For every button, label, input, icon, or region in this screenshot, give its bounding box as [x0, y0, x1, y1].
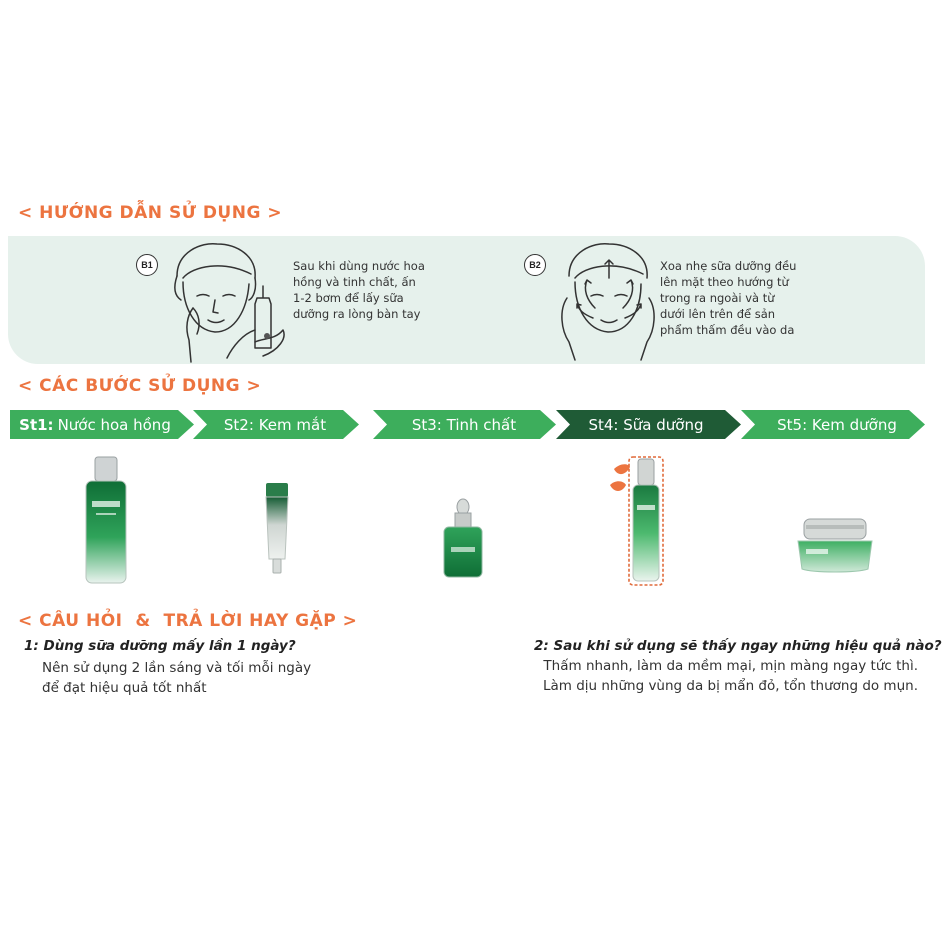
eye-cream-tube-icon — [265, 483, 289, 574]
guide-step-2-text: Xoa nhẹ sữa dưỡng đều lên mặt theo hướng… — [660, 258, 808, 338]
guide-step-1-text: Sau khi dùng nước hoa hồng và tinh chất,… — [293, 258, 443, 322]
face-applying-icon — [174, 243, 285, 363]
faq-title: < CÂU HỎI & TRẢ LỜI HAY GẶP > — [18, 611, 358, 631]
serum-dropper-icon — [443, 498, 483, 578]
faq-answer-line: Làm dịu những vùng da bị mẩn đỏ, tổn thư… — [542, 678, 918, 694]
guide-step-2-line: Xoa nhẹ sữa dưỡng đều — [660, 259, 797, 273]
guide-step-2-line: phẩm thấm đều vào da — [660, 323, 795, 337]
step-arrow-st3: St3: Tinh chất — [373, 410, 556, 439]
step-label: Nước hoa hồng — [57, 415, 171, 434]
step-arrow-st5: St5: Kem dưỡng — [741, 410, 925, 439]
faq-answer-2: Thấm nhanh, làm da mềm mại, mịn màng nga… — [543, 656, 918, 696]
step-arrow-label: St5: Kem dưỡng — [753, 410, 921, 439]
cream-jar-icon — [797, 518, 873, 573]
guide-step-2-line: lên mặt theo hướng từ — [660, 275, 789, 289]
faq-answer-1: Nên sử dụng 2 lần sáng và tối mỗi ngày đ… — [42, 658, 311, 698]
step-arrow-label: St3: Tinh chất — [385, 410, 543, 439]
faq-answer-line: để đạt hiệu quả tốt nhất — [42, 680, 207, 696]
step-label: Kem dưỡng — [811, 415, 897, 434]
step-arrow-st1: St1:Nước hoa hồng — [10, 410, 194, 439]
step-arrow-shape — [741, 410, 925, 439]
faq-answer-line: Nên sử dụng 2 lần sáng và tối mỗi ngày — [42, 660, 312, 676]
step-code: St4: — [588, 415, 619, 434]
step-label: Kem mắt — [258, 415, 327, 434]
step-arrow-label: St2: Kem mắt — [205, 410, 345, 439]
step-badge-b2: B2 — [524, 254, 546, 276]
emulsion-bottle-icon — [610, 456, 664, 586]
steps-section-title: < CÁC BƯỚC SỬ DỤNG > — [18, 376, 262, 396]
guide-step-2-line: dưới lên trên để sản — [660, 307, 776, 321]
step-arrow-st2: St2: Kem mắt — [193, 410, 359, 439]
guide-step-1-line: Sau khi dùng nước hoa — [293, 259, 425, 273]
step-arrow-shape — [10, 410, 194, 439]
step-arrow-st4: St4: Sữa dưỡng — [556, 410, 741, 439]
step-label: Sữa dưỡng — [623, 415, 704, 434]
step-code: St1: — [19, 415, 54, 434]
step-arrow-label: St1:Nước hoa hồng — [10, 410, 180, 439]
step-code: St5: — [777, 415, 808, 434]
step-code: St3: — [411, 415, 442, 434]
step-arrow-shape — [373, 410, 556, 439]
step-badge-b1: B1 — [136, 254, 158, 276]
usage-guide-panel: B1 Sau khi dùng nước hoa hồng và tinh ch… — [8, 236, 925, 364]
toner-bottle-icon — [85, 456, 127, 584]
step-arrow-shape — [556, 410, 741, 439]
guide-step-1-line: dưỡng ra lòng bàn tay — [293, 307, 421, 321]
faq-question-1: 1: Dùng sữa dưỡng mấy lần 1 ngày? — [24, 638, 296, 654]
guide-step-1-line: hồng và tinh chất, ấn — [293, 275, 416, 289]
guide-step-1-line: 1-2 bơm để lấy sữa — [293, 291, 404, 305]
usage-guide-title: < HƯỚNG DẪN SỬ DỤNG > — [18, 203, 283, 223]
step-arrow-shape — [193, 410, 359, 439]
step-arrow-label: St4: Sữa dưỡng — [566, 410, 726, 439]
face-massage-icon — [561, 243, 655, 361]
faq-answer-line: Thấm nhanh, làm da mềm mại, mịn màng nga… — [543, 658, 918, 674]
faq-question-2: 2: Sau khi sử dụng sẽ thấy ngay những hi… — [534, 638, 942, 654]
step-label: Tinh chất — [446, 415, 517, 434]
guide-step-2-line: trong ra ngoài và từ — [660, 291, 775, 305]
step-code: St2: — [223, 415, 254, 434]
